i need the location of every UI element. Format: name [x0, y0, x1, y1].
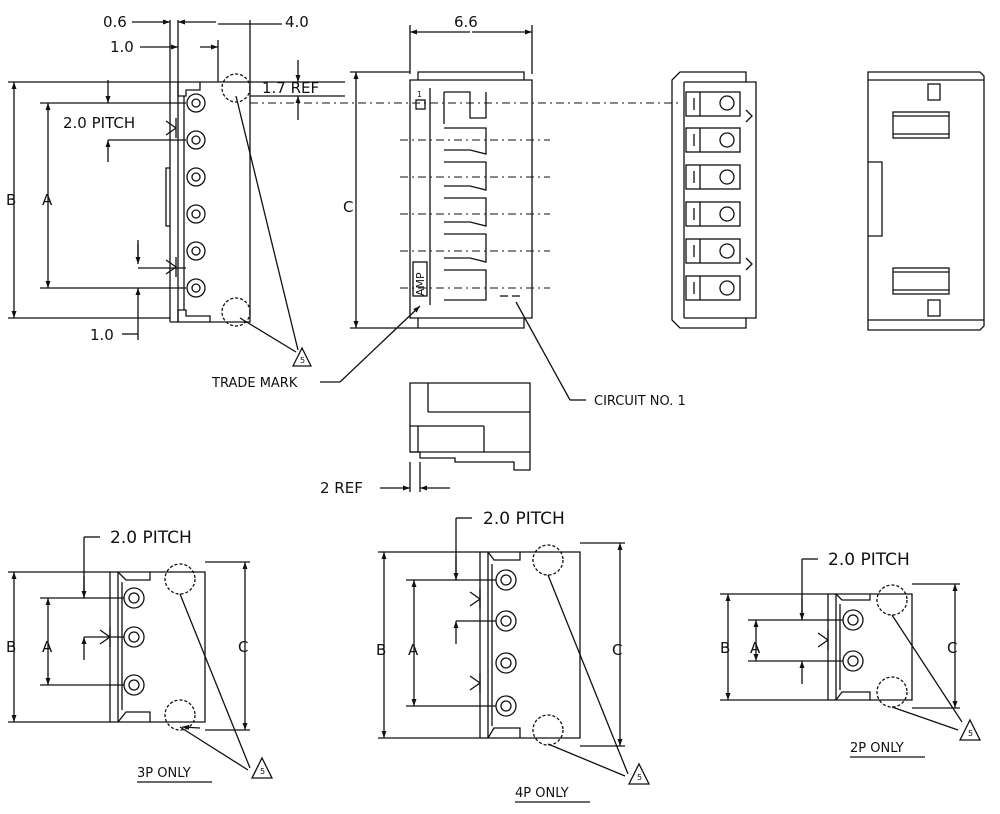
dim-a: A	[42, 191, 53, 209]
rear-view	[671, 71, 757, 329]
amp-mark: AMP	[414, 272, 427, 296]
3p-note-flag: 5	[260, 767, 265, 776]
2p-pitch-label: 2.0 PITCH	[828, 550, 910, 570]
3p-pitch-label: 2.0 PITCH	[110, 528, 192, 548]
dim-4-0: 4.0	[285, 13, 309, 31]
note-5-flag: 5	[300, 356, 305, 365]
dim-0-6: 0.6	[103, 13, 127, 31]
variant-3p: 2.0 PITCH B A C 5 3P ONLY	[6, 528, 274, 783]
ref-2-label: 2 REF	[320, 479, 363, 497]
3p-dim-c: C	[238, 638, 248, 656]
contact-holes	[186, 93, 206, 298]
4p-dim-a: A	[408, 641, 419, 659]
dim-1-7-ref: 1.7 REF	[262, 79, 319, 97]
side-profile	[867, 71, 985, 331]
front-view: 6.6 1 AMP C	[211, 13, 686, 409]
dim-1-0-bottom: 1.0	[90, 326, 114, 344]
4p-note-flag: 5	[637, 773, 642, 782]
variant-4p: 2.0 PITCH B A C 5 4P ONLY	[376, 509, 651, 803]
4p-pitch-label: 2.0 PITCH	[483, 509, 565, 529]
dim-c: C	[343, 198, 353, 216]
top-view-6p: 0.6 1.0 4.0	[6, 13, 345, 367]
variant-2p: 2.0 PITCH B A C 5 2P ONLY	[720, 550, 982, 758]
4p-dim-c: C	[612, 641, 622, 659]
2p-note-flag: 5	[968, 729, 973, 738]
2p-dim-b: B	[720, 639, 730, 657]
side-view: 2 REF	[320, 382, 531, 497]
trade-mark-label: TRADE MARK	[211, 376, 298, 391]
dim-6-6: 6.6	[454, 13, 478, 31]
2p-dim-c: C	[947, 639, 957, 657]
rear-terminals	[685, 91, 741, 301]
4p-caption: 4P ONLY	[515, 786, 569, 801]
3p-dim-a: A	[42, 638, 53, 656]
dim-b: B	[6, 191, 16, 209]
dim-1-0-top: 1.0	[110, 38, 134, 56]
svg-text:1: 1	[417, 90, 422, 99]
circuit-no-1-label: CIRCUIT NO. 1	[594, 394, 686, 409]
2p-dim-a: A	[750, 639, 761, 657]
2p-caption: 2P ONLY	[850, 741, 904, 756]
pitch-label: 2.0 PITCH	[63, 114, 135, 132]
contact-slots	[429, 88, 487, 305]
3p-dim-b: B	[6, 638, 16, 656]
4p-dim-b: B	[376, 641, 386, 659]
3p-caption: 3P ONLY	[137, 766, 191, 781]
